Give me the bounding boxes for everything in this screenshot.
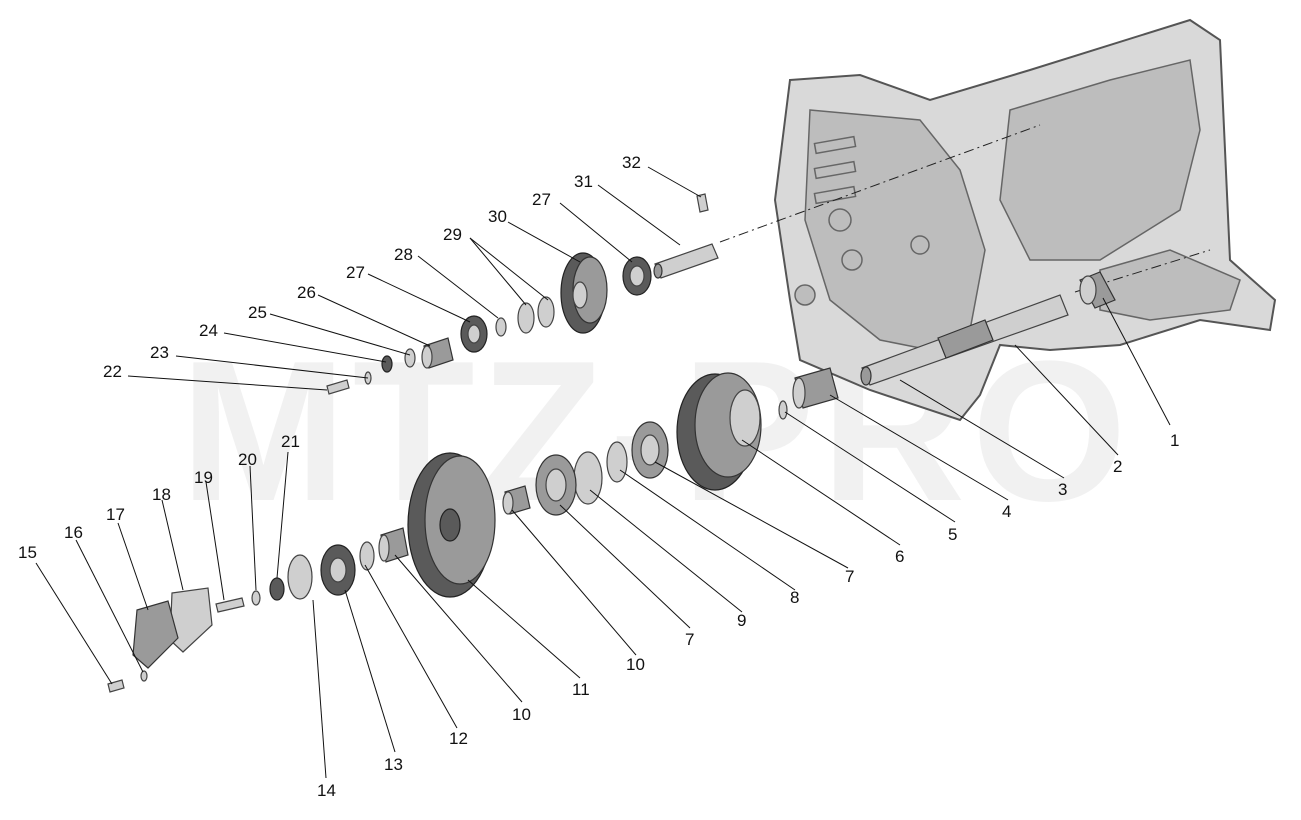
callout-27-right: 27 — [532, 190, 551, 209]
callout-18: 18 — [152, 485, 171, 504]
part-28-ring — [495, 317, 507, 337]
part-13-bearing — [320, 544, 356, 596]
part-5-washer — [778, 400, 788, 420]
callout-10-lower: 10 — [512, 705, 531, 724]
callout-10-upper: 10 — [626, 655, 645, 674]
callout-11: 11 — [572, 680, 590, 699]
part-18-gasket — [169, 587, 213, 653]
callout-16: 16 — [64, 523, 83, 542]
callout-31: 31 — [574, 172, 593, 191]
part-29-circlip-b — [537, 296, 555, 328]
callout-7-upper: 7 — [845, 567, 854, 586]
part-10-bushing-upper — [502, 485, 531, 515]
callout-17: 17 — [106, 505, 125, 524]
part-4-sleeve — [792, 367, 839, 409]
part-27-bearing-left — [460, 315, 488, 353]
part-7-bearing-upper — [631, 421, 669, 479]
part-14-circlip — [287, 554, 313, 600]
callout-27-left: 27 — [346, 263, 365, 282]
callout-25: 25 — [248, 303, 267, 322]
callout-14: 14 — [317, 781, 336, 800]
part-12-ring — [359, 541, 375, 571]
part-27-bearing-right — [622, 256, 652, 296]
callout-29: 29 — [443, 225, 462, 244]
callout-13: 13 — [384, 755, 403, 774]
callout-19: 19 — [194, 468, 213, 487]
part-24-nut — [381, 355, 393, 373]
part-32-plug — [696, 193, 709, 213]
callout-20: 20 — [238, 450, 257, 469]
axis-line-upper — [719, 124, 1041, 243]
callout-3: 3 — [1058, 480, 1067, 499]
callout-26: 26 — [297, 283, 316, 302]
part-31-shaft — [653, 243, 719, 279]
part-16-washer — [140, 670, 148, 682]
part-8-snap-ring — [606, 441, 628, 483]
callout-5: 5 — [948, 525, 957, 544]
part-25-ring — [404, 348, 416, 368]
callout-24: 24 — [199, 321, 218, 340]
part-21-washer — [269, 577, 285, 601]
part-19-bolt — [215, 597, 245, 613]
callout-7-lower: 7 — [685, 630, 694, 649]
callout-32: 32 — [622, 153, 641, 172]
part-11-large-gear — [407, 452, 496, 598]
callout-21: 21 — [281, 432, 300, 451]
callout-1: 1 — [1170, 431, 1179, 450]
callout-12: 12 — [449, 729, 468, 748]
callout-28: 28 — [394, 245, 413, 264]
part-2-3-shaft — [860, 294, 1069, 386]
part-17-cover — [132, 600, 179, 669]
callout-2: 2 — [1113, 457, 1122, 476]
part-20-ring — [251, 590, 261, 606]
parts — [107, 193, 1116, 693]
callout-8: 8 — [790, 588, 799, 607]
part-15-bolt — [107, 679, 125, 693]
callout-4: 4 — [1002, 502, 1011, 521]
callout-labels: 1 2 3 4 5 6 7 7 8 9 10 10 11 12 13 14 15… — [18, 153, 1179, 800]
callout-22: 22 — [103, 362, 122, 381]
part-10-bushing-lower — [378, 527, 409, 563]
part-6-ring-gear — [676, 372, 762, 491]
callout-30: 30 — [488, 207, 507, 226]
part-1-bearing — [1079, 271, 1116, 309]
callout-9: 9 — [737, 611, 746, 630]
part-29-circlip-a — [517, 302, 535, 334]
part-22-bolt — [326, 379, 350, 395]
gearbox-housing — [773, 18, 1277, 422]
callout-6: 6 — [895, 547, 904, 566]
leader-lines — [35, 166, 1171, 779]
callout-15: 15 — [18, 543, 37, 562]
part-30-gear — [560, 252, 608, 334]
callout-23: 23 — [150, 343, 169, 362]
part-26-bushing — [421, 337, 454, 369]
part-7-bearing-lower — [535, 454, 577, 516]
